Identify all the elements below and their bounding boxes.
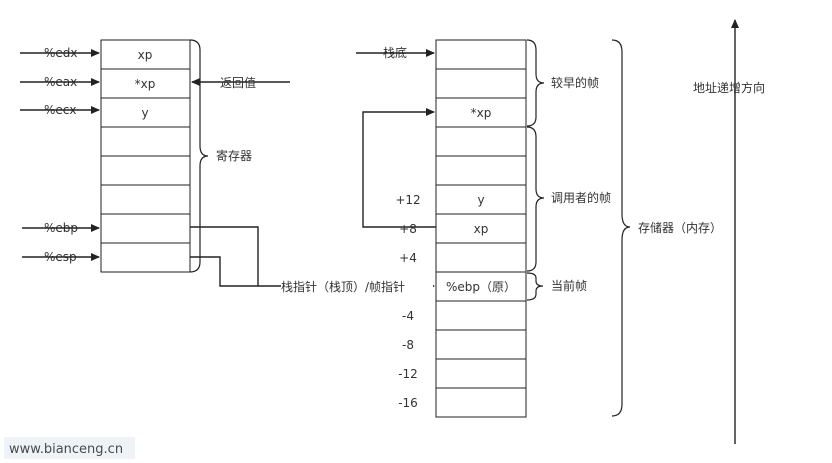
stack-xp-cell bbox=[435, 213, 527, 244]
stack-ebp-orig-cell bbox=[435, 271, 527, 302]
stack-star-xp-value: *xp bbox=[471, 106, 492, 120]
stack: *xp y xp %ebp（原） 栈底 +12 +8 +4 -4 -8 -12 … bbox=[281, 39, 527, 418]
register-edx-cell bbox=[100, 39, 191, 70]
xp-to-star-xp-pointer bbox=[362, 108, 436, 228]
offset-label: +4 bbox=[399, 251, 417, 265]
esp-to-stack-line bbox=[190, 256, 258, 287]
stack-cell bbox=[435, 68, 527, 99]
offset-label: -4 bbox=[402, 309, 414, 323]
return-value-label: 返回值 bbox=[220, 75, 256, 90]
offset-label: +8 bbox=[399, 222, 417, 236]
earlier-frame-brace bbox=[526, 39, 545, 127]
current-frame-brace bbox=[526, 272, 544, 301]
offset-label: -8 bbox=[402, 338, 414, 352]
offset-label: +12 bbox=[395, 193, 420, 207]
watermark: www.bianceng.cn bbox=[9, 442, 123, 457]
register-edx-value: xp bbox=[138, 48, 153, 62]
pointer-label-backing bbox=[281, 278, 433, 294]
stack-cell bbox=[435, 242, 527, 273]
register-file-label: 寄存器 bbox=[216, 148, 252, 163]
register-cell bbox=[100, 184, 191, 215]
register-ebp-cell bbox=[100, 213, 191, 244]
register-file-brace bbox=[189, 39, 209, 273]
caller-frame-label: 调用者的帧 bbox=[551, 190, 611, 205]
stack-star-xp-cell bbox=[435, 97, 527, 128]
memory-brace bbox=[611, 39, 631, 417]
address-direction-label: 地址递增方向 bbox=[693, 80, 765, 95]
offset-label: -16 bbox=[398, 396, 418, 410]
register-ecx-value: y bbox=[141, 106, 148, 120]
register-eax-cell bbox=[100, 68, 191, 99]
stack-cell bbox=[435, 329, 527, 360]
earlier-frame-label: 较早的帧 bbox=[551, 75, 599, 90]
stack-ebp-orig-value: %ebp（原） bbox=[446, 280, 516, 294]
frame-pointer-label: 栈指针（栈顶）/帧指针 bbox=[281, 279, 405, 294]
watermark-backing bbox=[4, 437, 135, 459]
register-cell bbox=[100, 126, 191, 157]
stack-y-cell bbox=[435, 184, 527, 215]
stack-y-value: y bbox=[477, 193, 484, 207]
caller-frame-brace bbox=[526, 126, 545, 272]
stack-xp-value: xp bbox=[474, 222, 489, 236]
current-frame-label: 当前帧 bbox=[551, 278, 587, 293]
stack-cell bbox=[435, 39, 527, 70]
stack-cell bbox=[435, 387, 527, 418]
register-file: xp *xp y %edx %eax %ecx %ebp %esp 返回值 寄存… bbox=[20, 39, 290, 273]
stack-cell bbox=[435, 300, 527, 331]
register-eax-value: *xp bbox=[135, 77, 156, 91]
offset-label: -12 bbox=[398, 367, 418, 381]
register-cell bbox=[100, 155, 191, 186]
ebp-to-stack-line bbox=[190, 226, 435, 290]
stack-cell bbox=[435, 358, 527, 389]
stack-cell bbox=[435, 155, 527, 186]
stack-cell bbox=[435, 126, 527, 157]
memory-label: 存储器（内存） bbox=[638, 220, 722, 235]
register-esp-cell bbox=[100, 242, 191, 273]
